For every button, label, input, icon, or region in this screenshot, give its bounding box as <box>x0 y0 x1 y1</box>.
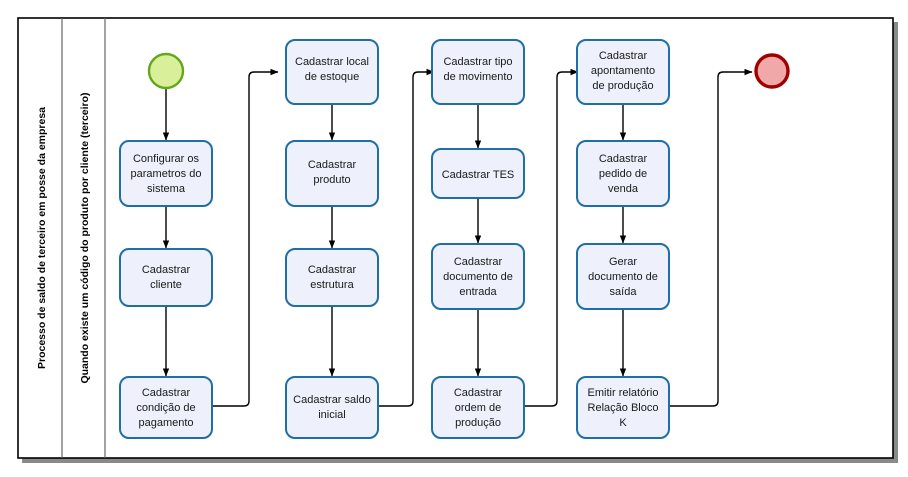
task-t8-box[interactable] <box>431 39 525 105</box>
task-t13-box[interactable] <box>576 140 670 207</box>
task-t1-line-0: Configurar os <box>133 153 200 165</box>
task-t5-line-0: Cadastrar <box>308 159 357 171</box>
task-t11[interactable]: Cadastrar ordem de produção <box>431 376 525 439</box>
task-t6-box[interactable] <box>285 248 379 307</box>
task-t7-line-0: Cadastrar saldo <box>293 394 371 406</box>
task-t7-box[interactable] <box>285 376 379 439</box>
task-t5-box[interactable] <box>285 140 379 207</box>
task-t15-line-2: K <box>619 417 627 429</box>
task-t3-line-2: pagamento <box>138 417 193 429</box>
task-t2[interactable]: Cadastrar cliente <box>119 248 213 307</box>
task-t14-box[interactable] <box>576 243 670 310</box>
flow-t11-to-t12 <box>524 68 579 407</box>
task-t5[interactable]: Cadastrar produto <box>285 140 379 207</box>
pool-shadow-bottom <box>22 458 898 463</box>
lane-title: Quando existe um código do produto por c… <box>79 92 91 383</box>
task-t14-line-2: saída <box>610 286 638 298</box>
task-t2-box[interactable] <box>119 248 213 307</box>
task-t13-line-2: venda <box>608 183 639 195</box>
task-t15-line-1: Relação Bloco <box>588 402 659 414</box>
task-t9[interactable]: Cadastrar TES <box>431 148 525 199</box>
task-t3-line-0: Cadastrar <box>142 387 191 399</box>
task-t3-line-1: condição de <box>136 402 195 414</box>
task-t4-line-1: de estoque <box>305 71 359 83</box>
task-t4-box[interactable] <box>285 39 379 105</box>
task-t12-line-0: Cadastrar <box>599 50 648 62</box>
task-t9-box[interactable] <box>431 148 525 199</box>
task-t1-box[interactable] <box>119 140 213 207</box>
pool-title: Processo de saldo de terceiro em posse d… <box>36 107 48 369</box>
task-t14-line-0: Gerar <box>609 256 637 268</box>
task-t12-line-2: de produção <box>592 80 653 92</box>
flow-t3-to-t4 <box>212 68 279 407</box>
task-t15[interactable]: Emitir relatório Relação Bloco K <box>576 376 670 439</box>
task-t13-line-0: Cadastrar <box>599 153 648 165</box>
task-t2-line-1: cliente <box>150 279 182 291</box>
task-t2-line-0: Cadastrar <box>142 264 191 276</box>
task-t12[interactable]: Cadastrar apontamento de produção <box>576 39 670 105</box>
task-t11-box[interactable] <box>431 376 525 439</box>
task-t7-line-1: inicial <box>318 409 346 421</box>
task-t10-box[interactable] <box>431 243 525 310</box>
task-t5-line-1: produto <box>313 174 350 186</box>
task-t10-line-1: documento de <box>443 271 513 283</box>
task-t6-line-1: estrutura <box>310 279 354 291</box>
task-t13[interactable]: Cadastrar pedido de venda <box>576 140 670 207</box>
task-t4-line-0: Cadastrar local <box>295 56 369 68</box>
task-t11-line-2: produção <box>455 417 501 429</box>
task-t12-line-1: apontamento <box>591 65 655 77</box>
start-event[interactable] <box>147 52 185 90</box>
task-t10-line-0: Cadastrar <box>454 256 503 268</box>
task-t15-line-0: Emitir relatório <box>588 387 659 399</box>
task-t10[interactable]: Cadastrar documento de entrada <box>431 243 525 310</box>
flow-t15-to-end <box>669 68 753 407</box>
task-t4[interactable]: Cadastrar local de estoque <box>285 39 379 105</box>
task-t14-line-1: documento de <box>588 271 658 283</box>
task-t7[interactable]: Cadastrar saldo inicial <box>285 376 379 439</box>
flow-t7-to-t8 <box>378 68 435 407</box>
sequence-flows <box>162 68 753 407</box>
task-t8-line-0: Cadastrar tipo <box>443 56 512 68</box>
task-t15-box[interactable] <box>576 376 670 439</box>
task-t14[interactable]: Gerar documento de saída <box>576 243 670 310</box>
task-t12-box[interactable] <box>576 39 670 105</box>
task-t3-box[interactable] <box>119 376 213 439</box>
task-t6[interactable]: Cadastrar estrutura <box>285 248 379 307</box>
task-t1-line-1: parametros do <box>131 168 202 180</box>
task-t11-line-1: ordem de <box>455 402 501 414</box>
end-event[interactable] <box>754 53 790 89</box>
task-t1-line-2: sistema <box>147 183 186 195</box>
task-t8-line-1: de movimento <box>443 71 512 83</box>
task-t11-line-0: Cadastrar <box>454 387 503 399</box>
task-t13-line-1: pedido de <box>599 168 647 180</box>
task-t10-line-2: entrada <box>459 286 497 298</box>
task-t1[interactable]: Configurar os parametros do sistema <box>119 140 213 207</box>
task-t6-line-0: Cadastrar <box>308 264 357 276</box>
task-t8[interactable]: Cadastrar tipo de movimento <box>431 39 525 105</box>
pool-shadow-right <box>893 22 898 463</box>
task-t9-line-0: Cadastrar TES <box>442 169 515 181</box>
task-t3[interactable]: Cadastrar condição de pagamento <box>119 376 213 439</box>
